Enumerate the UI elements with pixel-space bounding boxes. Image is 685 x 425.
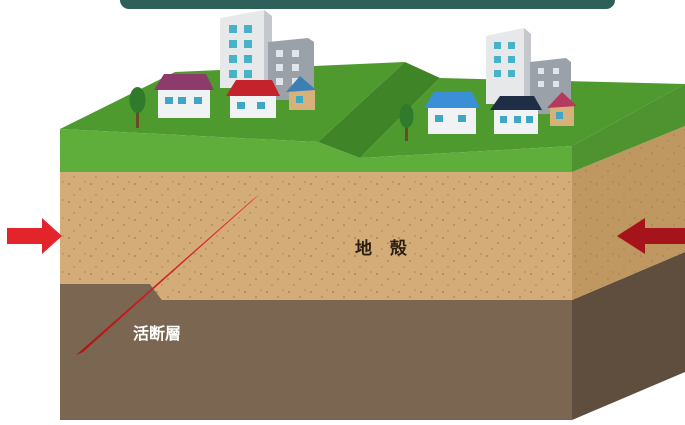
house-purple-roof [154,74,214,118]
building-apartment-tall-right [486,28,531,104]
building-apartment-tall [220,10,272,88]
active-fault-line [76,194,260,355]
house-small-right [547,92,577,126]
active-fault-label: 活断層 [133,324,182,343]
house-blue-roof [424,92,480,134]
tree-icon [129,87,146,128]
house-small-left [286,76,316,110]
top-banner [120,0,615,9]
tree-icon [399,104,414,141]
house-navy-roof [490,96,542,134]
crust-label: 地 殻 [355,239,413,259]
ground-surface [60,62,685,172]
compression-arrow-left [7,218,62,254]
crust-soil-layer [60,126,685,300]
bedrock-layer [60,252,685,420]
compression-arrow-right [617,218,685,254]
house-red-roof [226,80,280,118]
